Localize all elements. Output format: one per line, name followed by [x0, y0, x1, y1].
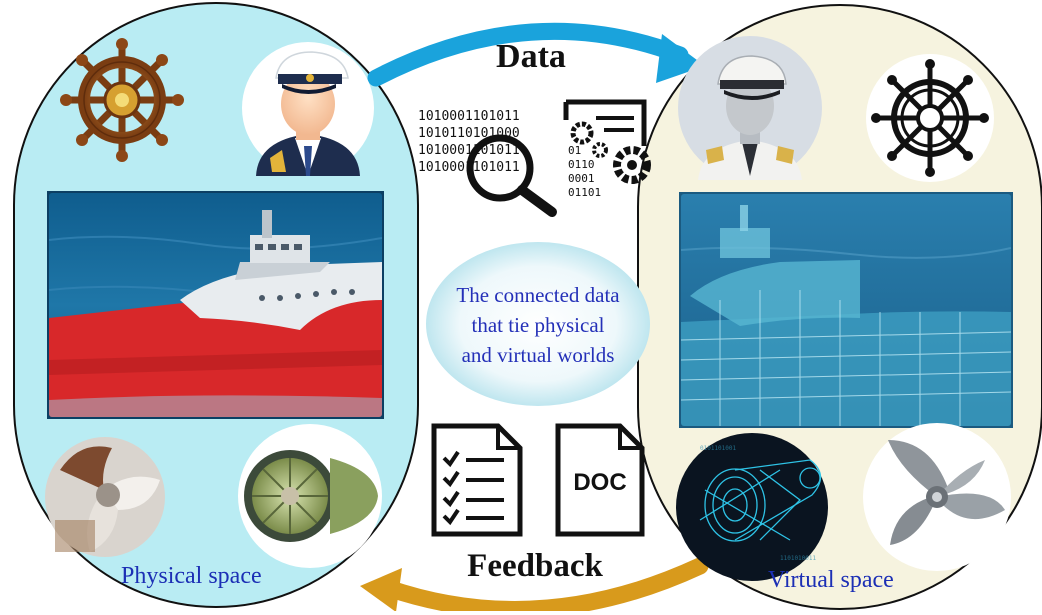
caption-line: The connected data	[456, 283, 620, 307]
digital-ship-wireframe	[679, 192, 1013, 428]
jet-engine-photo	[238, 424, 382, 568]
center-caption: The connected data that tie physical and…	[422, 280, 654, 370]
checklist-document-icon	[431, 423, 523, 537]
caption-line: and virtual worlds	[461, 343, 615, 367]
center-data-bubble	[426, 242, 650, 406]
captain-avatar-icon	[242, 42, 374, 176]
physical-space-label: Physical space	[121, 563, 262, 589]
binary-line: 1010110101000	[418, 126, 520, 141]
binary-data-block: 1010001101011 1010110101000 101000110101…	[418, 108, 520, 176]
virtual-space-label: Virtual space	[768, 567, 894, 593]
binary-line: 0001	[568, 172, 595, 185]
ship-wheel-icon	[60, 38, 184, 162]
binary-line: 01101	[568, 186, 602, 199]
svg-text:1101010011: 1101010011	[780, 555, 817, 562]
binary-line: 01	[568, 144, 582, 157]
magnifier-icon	[466, 134, 557, 217]
feedback-arrow-label: Feedback	[467, 548, 603, 584]
ship-photo	[47, 191, 384, 419]
data-sheet-gears-icon	[563, 99, 651, 184]
caption-line: that tie physical	[471, 313, 605, 337]
virtual-captain-icon	[678, 36, 822, 180]
doc-file-label: DOC	[573, 469, 626, 496]
ship-wheel-outline-icon	[866, 54, 994, 182]
data-arrow	[367, 22, 705, 87]
binary-line: 1010001101011	[418, 160, 520, 175]
svg-text:0101101001: 0101101001	[700, 445, 737, 452]
wireframe-engine-model: 0101101001 1101010011	[676, 433, 828, 581]
binary-small-block: 01 0110 0001 01101	[568, 144, 601, 200]
propeller-3d-model	[863, 423, 1011, 571]
binary-line: 1010001101011	[418, 143, 520, 158]
propeller-photo	[45, 437, 165, 557]
binary-line: 1010001101011	[418, 109, 520, 124]
feedback-arrow	[360, 557, 709, 615]
binary-line: 0110	[568, 158, 595, 171]
doc-file-icon: DOC	[555, 423, 645, 537]
data-arrow-label: Data	[496, 38, 566, 75]
